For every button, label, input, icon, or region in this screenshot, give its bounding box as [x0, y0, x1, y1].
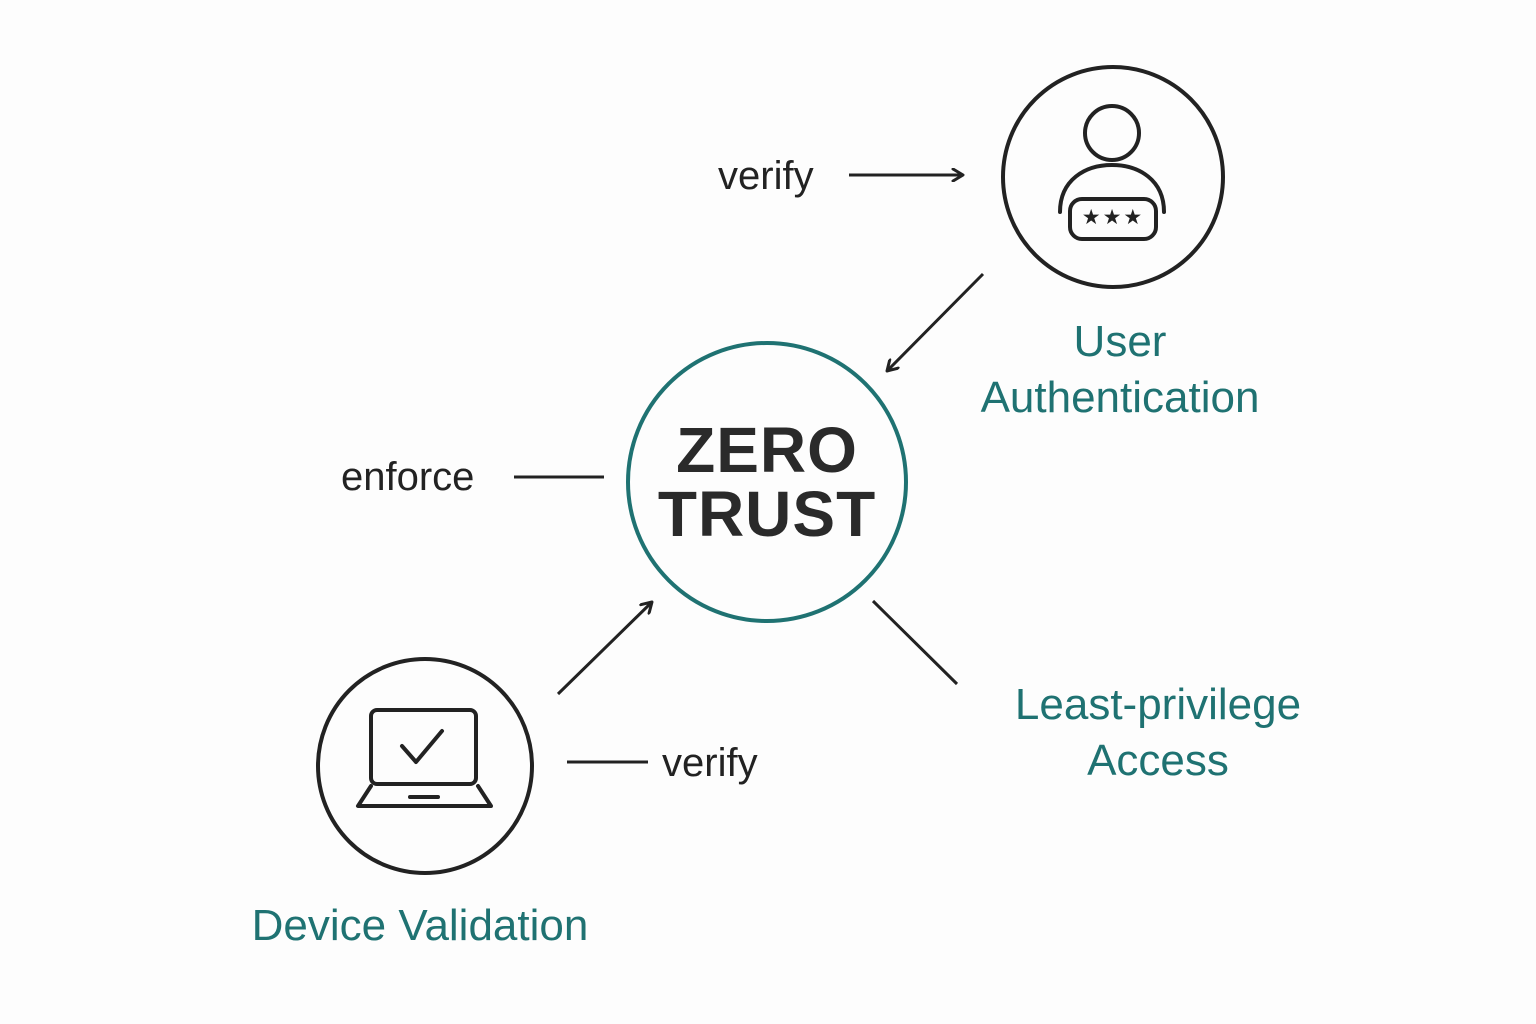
user-auth-line1: User [1073, 317, 1167, 366]
verify-device-label: verify [662, 741, 758, 785]
least-privilege-line2: Access [1087, 736, 1229, 785]
zero-trust-line2: TRUST [657, 478, 877, 550]
device-validation-circle [316, 657, 534, 875]
user-auth-line2: Authentication [980, 373, 1260, 422]
zero-trust-circle [626, 341, 908, 623]
user-auth-label: User Authentication [940, 314, 1300, 426]
laptop-check-icon [356, 708, 493, 808]
user-to-center-arrow [887, 272, 985, 371]
center-to-least-privilege-line [871, 599, 959, 686]
zero-trust-label: ZERO TRUST [657, 418, 877, 546]
least-privilege-line1: Least-privilege [1014, 680, 1302, 729]
least-privilege-label: Least-privilege Access [978, 677, 1338, 789]
device-validation-label: Device Validation [251, 901, 589, 950]
verify-user-label: verify [718, 154, 814, 198]
user-auth-circle [1001, 65, 1225, 289]
device-to-center-arrow [556, 602, 652, 696]
zero-trust-line1: ZERO [676, 414, 858, 486]
enforce-label: enforce [341, 455, 475, 499]
user-password-icon [1058, 104, 1166, 241]
password-mask: ★★★ [1081, 206, 1145, 229]
